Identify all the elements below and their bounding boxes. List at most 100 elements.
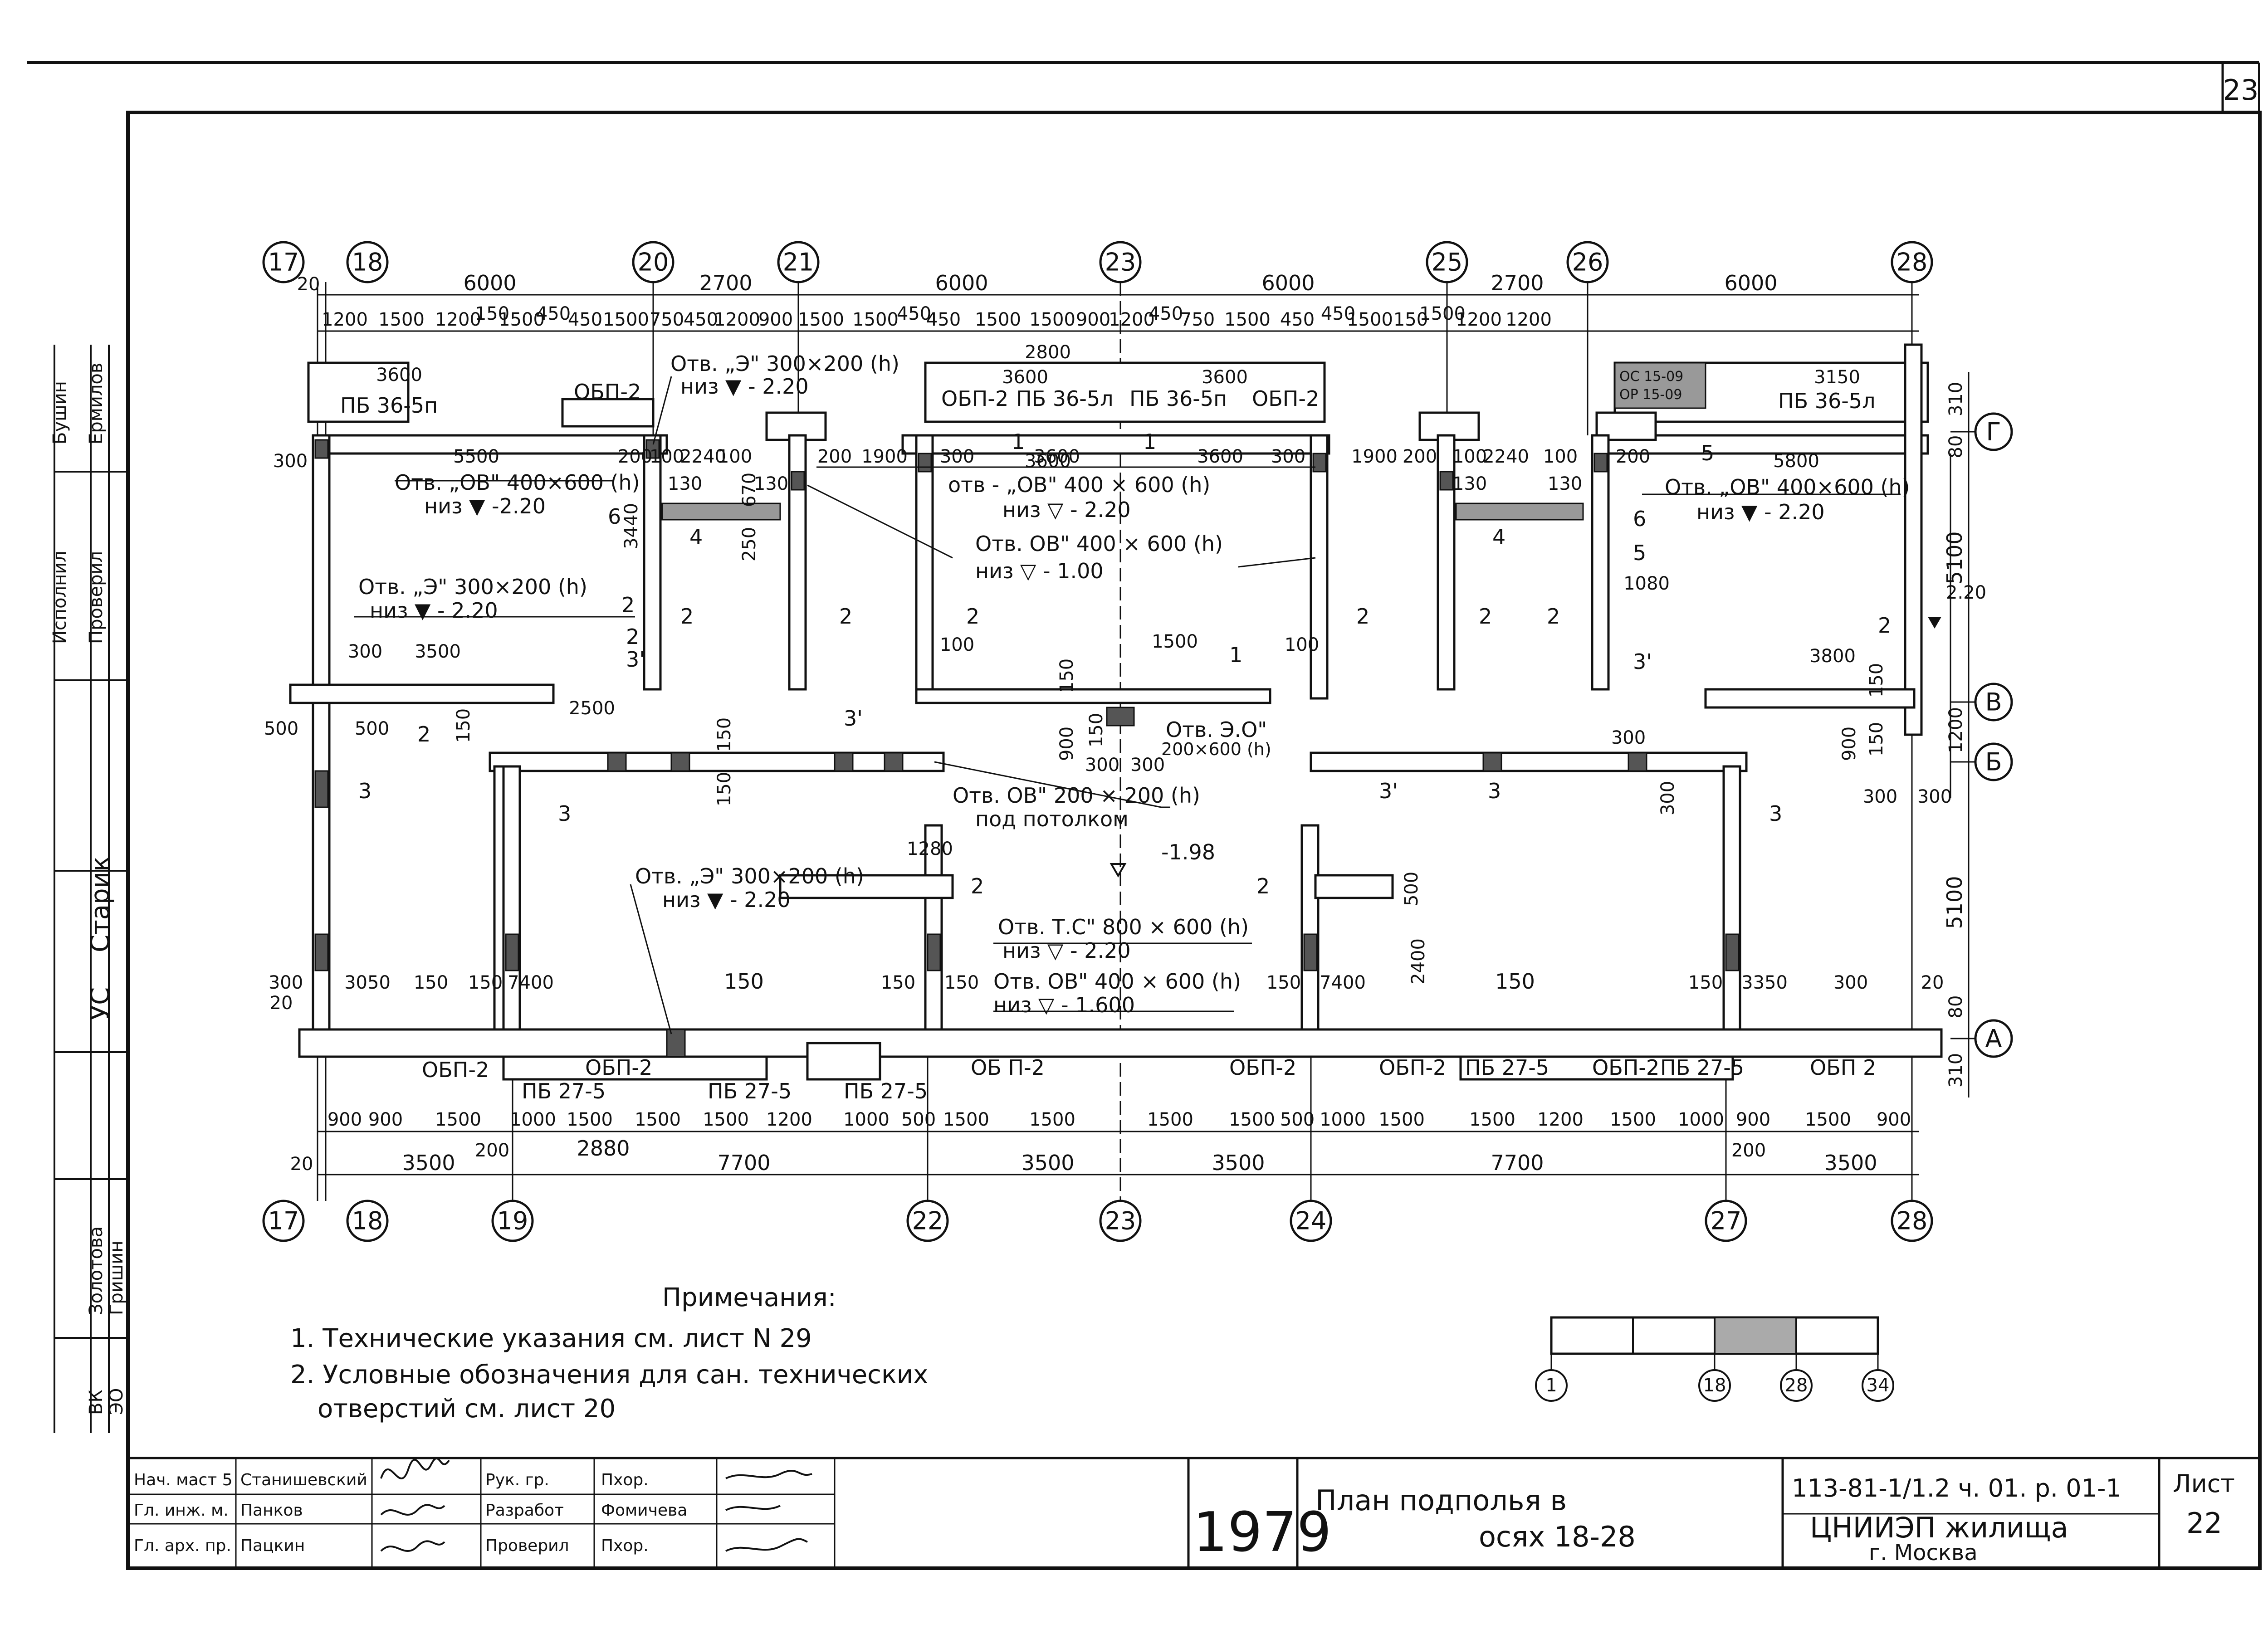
svg-text:1500: 1500 xyxy=(1229,1109,1275,1130)
svg-text:3': 3' xyxy=(1379,779,1398,803)
svg-text:3600: 3600 xyxy=(1025,451,1071,472)
svg-text:670: 670 xyxy=(739,473,760,507)
svg-text:2500: 2500 xyxy=(569,698,615,719)
strip-name: Бушин xyxy=(49,381,70,444)
svg-text:300: 300 xyxy=(1271,446,1305,467)
svg-text:1000: 1000 xyxy=(510,1109,556,1130)
axis-bubble: 25 xyxy=(1426,241,1468,283)
svg-text:2: 2 xyxy=(621,593,635,617)
svg-text:2: 2 xyxy=(971,874,984,898)
svg-text:5100: 5100 xyxy=(1942,876,1967,929)
right-dims: 310 80 5100 1200 300 300 5100 80 310 xyxy=(1863,382,1967,1088)
svg-text:24: 24 xyxy=(1295,1207,1327,1235)
svg-text:28: 28 xyxy=(1897,248,1928,277)
svg-text:450: 450 xyxy=(684,309,718,330)
axis-bubble: 28 xyxy=(1891,1200,1933,1242)
beam-mark: ПБ 36-5л xyxy=(1016,386,1114,411)
svg-text:250: 250 xyxy=(739,527,760,561)
svg-text:300: 300 xyxy=(1085,755,1119,776)
svg-text:7400: 7400 xyxy=(1320,972,1366,993)
axis-bubble: 23 xyxy=(1099,1200,1142,1242)
svg-text:1900: 1900 xyxy=(861,446,908,467)
svg-text:1200: 1200 xyxy=(1456,309,1502,330)
svg-text:2: 2 xyxy=(1479,604,1492,629)
svg-text:150: 150 xyxy=(468,972,503,993)
svg-text:2800: 2800 xyxy=(1025,342,1071,363)
key-marker: 18 xyxy=(1698,1369,1731,1402)
beam-marks: ПБ 36-5п ОБП-2 ОБП-2 ПБ 36-5л ПБ 36-5п О… xyxy=(340,369,1876,1103)
svg-text:1500: 1500 xyxy=(567,1109,613,1130)
svg-text:1200: 1200 xyxy=(322,309,368,330)
strip-name: ЭО xyxy=(106,1388,127,1415)
svg-text:3500: 3500 xyxy=(415,641,461,662)
svg-text:3: 3 xyxy=(1769,801,1782,826)
axis-bubble: 17 xyxy=(262,1200,305,1242)
svg-text:26: 26 xyxy=(1572,248,1603,277)
opening-note: Отв. „Э" 300×200 (h) xyxy=(358,575,587,599)
svg-text:3': 3' xyxy=(844,706,863,731)
svg-text:3440: 3440 xyxy=(621,503,642,549)
svg-text:100: 100 xyxy=(1543,446,1578,467)
opening-note: Отв. „ОВ" 400×600 (h) xyxy=(1665,475,1910,499)
svg-text:1500: 1500 xyxy=(1610,1109,1656,1130)
svg-text:3500: 3500 xyxy=(1021,1151,1074,1175)
key-plan: 1 18 28 34 xyxy=(1535,1316,1894,1402)
svg-text:20: 20 xyxy=(270,993,293,1014)
svg-text:80: 80 xyxy=(1945,995,1966,1019)
axis-bubble: 24 xyxy=(1290,1200,1332,1242)
beam-mark: ОБП-2 xyxy=(1252,386,1319,411)
opening-note: Отв. Э.О" xyxy=(1166,717,1267,742)
svg-text:2: 2 xyxy=(626,624,639,649)
opening-note: низ ▽ - 1.00 xyxy=(975,559,1104,583)
svg-text:3350: 3350 xyxy=(1741,972,1788,993)
drawing-notes: Примечания: 1. Технические указания см. … xyxy=(290,1283,928,1424)
svg-text:900: 900 xyxy=(327,1109,362,1130)
svg-text:450: 450 xyxy=(1321,303,1355,324)
svg-text:2: 2 xyxy=(1256,874,1270,898)
svg-text:1: 1 xyxy=(1143,429,1156,454)
dim: 6000 xyxy=(1261,271,1315,295)
svg-text:1500: 1500 xyxy=(1029,1109,1075,1130)
svg-text:1200: 1200 xyxy=(1537,1109,1584,1130)
piers xyxy=(314,439,1740,1058)
sheet-title: План подполья в xyxy=(1315,1484,1567,1517)
svg-text:1200: 1200 xyxy=(714,309,760,330)
svg-text:34: 34 xyxy=(1867,1375,1890,1396)
svg-text:1280: 1280 xyxy=(907,839,953,859)
opening-notes: Отв. „Э" 300×200 (h) низ ▼ - 2.20 Отв. „… xyxy=(358,351,1910,1017)
svg-text:200: 200 xyxy=(475,1140,509,1161)
svg-text:1500: 1500 xyxy=(499,309,545,330)
svg-text:2880: 2880 xyxy=(577,1136,630,1161)
svg-text:19: 19 xyxy=(497,1207,528,1235)
svg-text:150: 150 xyxy=(1495,969,1535,994)
svg-text:200: 200 xyxy=(1731,1140,1766,1161)
axis-bubble: 28 xyxy=(1891,241,1933,283)
svg-text:3500: 3500 xyxy=(1824,1151,1877,1175)
bottom-dims-overall: 20 3500 200 2880 7700 3500 3500 7700 200… xyxy=(290,1136,1877,1175)
svg-text:150: 150 xyxy=(714,772,735,806)
svg-text:450: 450 xyxy=(536,303,571,324)
svg-text:5800: 5800 xyxy=(1773,451,1819,472)
svg-text:1500: 1500 xyxy=(1152,631,1198,652)
svg-text:7400: 7400 xyxy=(508,972,554,993)
svg-text:2: 2 xyxy=(680,604,694,629)
svg-text:Г: Г xyxy=(1986,418,2001,446)
svg-text:3': 3' xyxy=(626,647,645,672)
axis-bubble: 26 xyxy=(1566,241,1609,283)
title-block-text: Нач. маст 5 Станишевский Гл. инж. м. Пан… xyxy=(134,1469,2235,1566)
svg-text:7700: 7700 xyxy=(717,1151,770,1175)
key-marker: 34 xyxy=(1862,1369,1894,1402)
top-dims-overall: 20 6000 2700 6000 6000 2700 6000 xyxy=(297,271,1778,295)
svg-text:1: 1 xyxy=(1012,429,1025,454)
beam-mark: ОБП-2 xyxy=(941,386,1008,411)
grid-axes-top: 17 18 20 21 23 25 26 28 xyxy=(262,241,1933,283)
svg-text:130: 130 xyxy=(754,473,788,494)
opening-note: Отв. ОВ" 400 × 600 (h) xyxy=(993,969,1241,994)
svg-text:310: 310 xyxy=(1945,1053,1966,1088)
svg-text:3800: 3800 xyxy=(1809,646,1856,667)
svg-text:900: 900 xyxy=(1076,309,1110,330)
svg-text:1500: 1500 xyxy=(1378,1109,1425,1130)
opening-note: низ ▼ - 2.20 xyxy=(662,888,791,912)
beam-mark: ОБП-2 xyxy=(1592,1055,1659,1080)
svg-text:3600: 3600 xyxy=(1202,367,1248,388)
